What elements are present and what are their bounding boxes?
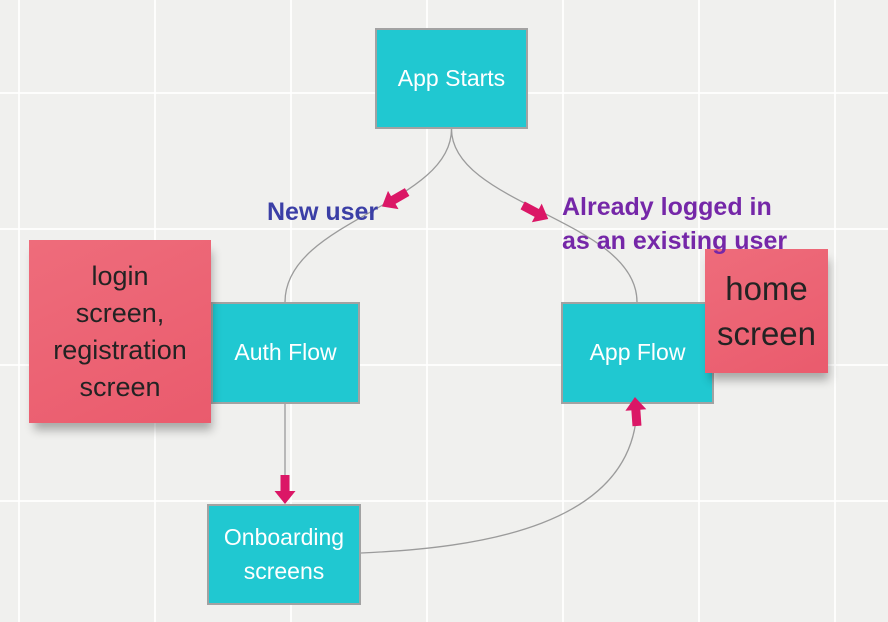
connector-onboarding-to-app-flow[interactable] <box>360 403 638 554</box>
sticky-note-login-registration[interactable]: login screen, registration screen <box>29 240 211 423</box>
node-onboarding-screens-label: Onboarding screens <box>223 524 345 584</box>
arrow-into-onboarding-icon[interactable] <box>274 475 296 504</box>
node-auth-flow-label: Auth Flow <box>234 339 337 366</box>
sticky-note-login-registration-text: login screen, registration screen <box>53 260 187 402</box>
connector-app-starts-to-auth-flow[interactable] <box>284 128 453 303</box>
arrow-existing-user-branch-icon[interactable] <box>518 196 553 228</box>
edge-label-already-logged-in[interactable]: Already logged in as an existing user <box>562 156 787 258</box>
edge-label-already-logged-in-text: Already logged in as an existing user <box>562 193 788 255</box>
arrow-new-user-branch-icon[interactable] <box>377 183 413 216</box>
node-app-flow-label: App Flow <box>589 339 686 366</box>
node-app-starts-label: App Starts <box>397 64 506 91</box>
node-auth-flow[interactable]: Auth Flow <box>211 302 360 404</box>
sticky-note-home-screen[interactable]: home screen <box>705 249 828 373</box>
sticky-note-home-screen-text: home screen <box>716 270 817 352</box>
edge-label-new-user-text: New user <box>267 198 379 226</box>
node-app-starts[interactable]: App Starts <box>375 28 528 129</box>
edge-label-new-user[interactable]: New user <box>267 169 378 227</box>
node-app-flow[interactable]: App Flow <box>561 302 714 404</box>
arrow-into-app-flow-icon[interactable] <box>624 396 647 427</box>
node-onboarding-screens[interactable]: Onboarding screens <box>207 504 361 605</box>
